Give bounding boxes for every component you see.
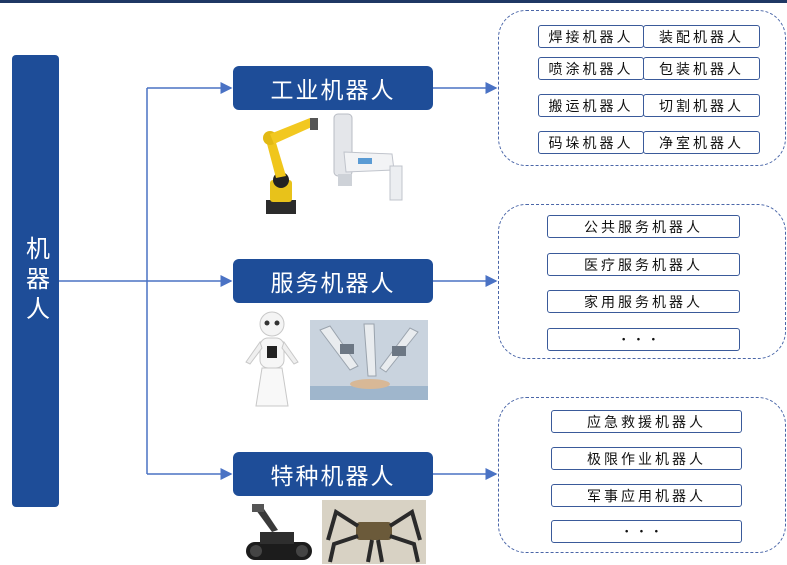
surgical-robot-photo [310,320,428,400]
industrial-item-assembly: 装配机器人 [643,25,760,48]
industrial-item-painting: 喷涂机器人 [538,57,644,80]
special-item-more: ··· [551,520,742,543]
service-item-medical: 医疗服务机器人 [547,253,740,276]
industrial-item-welding: 焊接机器人 [538,25,644,48]
special-item-rescue: 应急救援机器人 [551,410,742,433]
special-item-extreme: 极限作业机器人 [551,447,742,470]
industrial-item-packaging: 包装机器人 [643,57,760,80]
industrial-arm-photo [263,118,318,214]
industrial-item-cutting: 切割机器人 [643,94,760,117]
service-item-more: ··· [547,328,740,351]
root-node: 机器人 [12,55,59,507]
category-special: 特种机器人 [233,452,433,496]
industrial-item-cleanroom: 净室机器人 [643,131,760,154]
industrial-group [498,10,786,166]
humanoid-robot-photo [245,311,299,407]
hexapod-robot-photo [322,500,426,564]
service-group [498,204,786,359]
service-item-household: 家用服务机器人 [547,290,740,313]
special-group [498,397,786,553]
service-item-public: 公共服务机器人 [547,215,740,238]
special-item-military: 军事应用机器人 [551,484,742,507]
category-service: 服务机器人 [233,259,433,303]
scara-robot-photo [333,113,403,201]
tracked-robot-photo [246,504,312,560]
category-industrial: 工业机器人 [233,66,433,110]
industrial-item-handling: 搬运机器人 [538,94,644,117]
top-rule [0,0,787,3]
industrial-item-palletizing: 码垛机器人 [538,131,644,154]
